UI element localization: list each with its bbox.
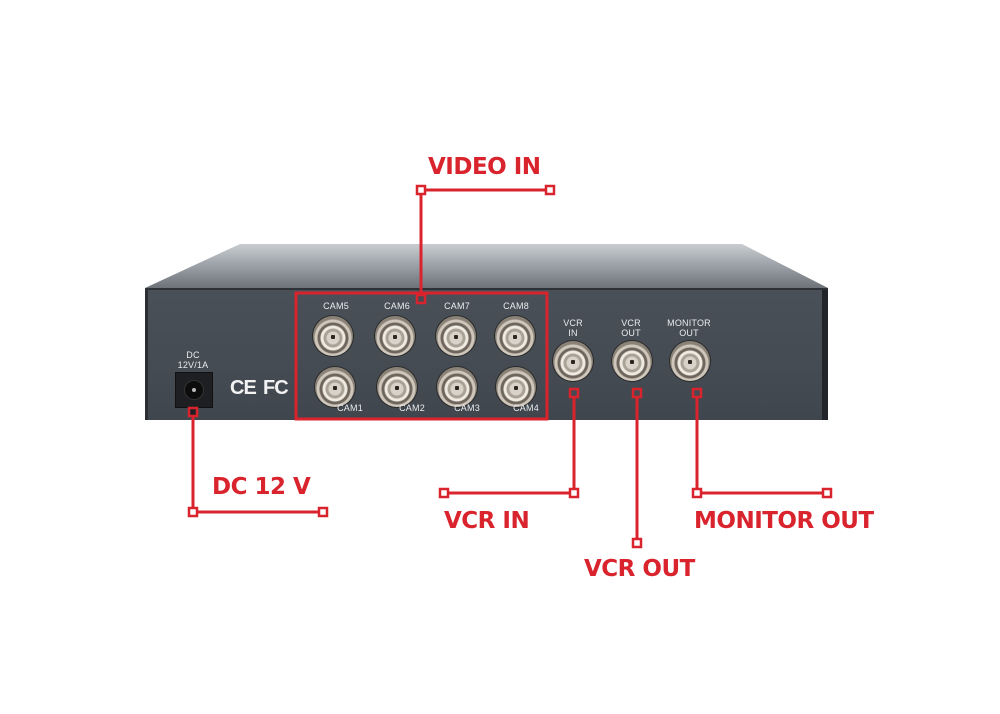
ce-mark: CE xyxy=(230,377,257,399)
vcr-out-callout: VCR OUT xyxy=(584,556,695,582)
dc-callout: DC 12 V xyxy=(212,474,311,500)
vcr-in-callout: VCR IN xyxy=(444,508,530,534)
video-in-callout: VIDEO IN xyxy=(428,154,541,180)
power-label: DC 12V/1A xyxy=(177,350,209,370)
cam3-bnc-connector[interactable] xyxy=(437,367,477,407)
rear-panel xyxy=(145,290,828,420)
cam3-label: CAM3 xyxy=(454,403,480,413)
cam8-bnc-connector[interactable] xyxy=(495,316,535,356)
cam2-bnc-connector[interactable] xyxy=(377,367,417,407)
dc-power-jack[interactable] xyxy=(175,372,213,408)
vcr-out-bnc-connector[interactable] xyxy=(612,341,652,381)
cam7-bnc-connector[interactable] xyxy=(436,316,476,356)
cam1-label: CAM1 xyxy=(337,403,363,413)
vcr-in-bnc-connector[interactable] xyxy=(553,341,593,381)
monitor-out-bnc-connector[interactable] xyxy=(670,341,710,381)
monitor-out-label: MONITOR OUT xyxy=(667,318,711,338)
vcr-in-label: VCR IN xyxy=(563,318,583,338)
fcc-mark: FC xyxy=(263,377,289,399)
cam2-label: CAM2 xyxy=(399,403,425,413)
vcr-out-label: VCR OUT xyxy=(621,318,641,338)
cam4-label: CAM4 xyxy=(513,403,539,413)
cam8-label: CAM8 xyxy=(503,301,529,311)
panel-edge xyxy=(822,290,828,420)
cam6-bnc-connector[interactable] xyxy=(375,316,415,356)
cam7-label: CAM7 xyxy=(444,301,470,311)
cam5-bnc-connector[interactable] xyxy=(313,316,353,356)
cam5-label: CAM5 xyxy=(323,301,349,311)
cam6-label: CAM6 xyxy=(384,301,410,311)
monitor-out-callout: MONITOR OUT xyxy=(694,508,874,534)
cam4-bnc-connector[interactable] xyxy=(496,367,536,407)
cam1-bnc-connector[interactable] xyxy=(315,367,355,407)
